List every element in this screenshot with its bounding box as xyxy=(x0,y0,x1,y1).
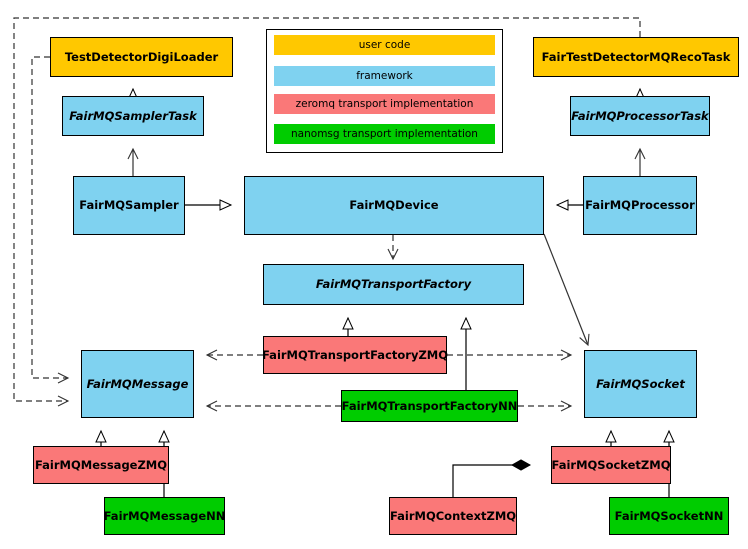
class-label: FairMQSocketZMQ xyxy=(551,457,671,472)
class-node-FairMQProcessor[interactable]: FairMQProcessor xyxy=(583,176,697,235)
class-label: FairMQMessageZMQ xyxy=(34,457,168,472)
legend-item-zeromq: zeromq transport implementation xyxy=(274,94,495,114)
class-label: FairMQProcessor xyxy=(585,198,695,213)
class-node-TestDetectorDigiLoader[interactable]: TestDetectorDigiLoader xyxy=(50,37,233,77)
legend-label-nanomsg: nanomsg transport implementation xyxy=(291,128,478,140)
rel-device-socket xyxy=(543,233,590,347)
class-node-FairMQMessageNN[interactable]: FairMQMessageNN xyxy=(104,497,225,535)
legend-label-user-code: user code xyxy=(358,39,411,51)
legend-item-user-code: user code xyxy=(274,35,495,55)
class-node-FairMQProcessorTask[interactable]: FairMQProcessorTask xyxy=(570,96,710,136)
class-label: FairMQSamplerTask xyxy=(69,108,197,123)
class-label: FairMQSocketNN xyxy=(614,508,724,523)
class-node-FairMQTransportFactoryZMQ[interactable]: FairMQTransportFactoryZMQ xyxy=(262,336,449,374)
class-label: FairMQProcessorTask xyxy=(571,108,709,123)
class-node-FairMQMessageZMQ[interactable]: FairMQMessageZMQ xyxy=(33,446,169,484)
rel-recotask-message xyxy=(13,17,641,407)
class-node-FairMQTransportFactoryNN[interactable]: FairMQTransportFactoryNN xyxy=(341,390,518,422)
class-label: FairMQTransportFactoryZMQ xyxy=(262,347,449,362)
class-label: FairMQSocket xyxy=(596,376,685,391)
legend-label-framework: framework xyxy=(356,70,413,82)
class-label: FairMQSampler xyxy=(79,198,179,213)
class-node-FairMQTransportFactory[interactable]: FairMQTransportFactory xyxy=(263,264,524,305)
legend-item-framework: framework xyxy=(274,66,495,86)
class-label: FairMQTransportFactory xyxy=(315,277,472,292)
class-node-FairMQDevice[interactable]: FairMQDevice xyxy=(244,176,544,235)
class-label: FairMQMessage xyxy=(86,376,189,391)
class-label: FairMQContextZMQ xyxy=(389,508,517,523)
class-label: FairTestDetectorMQRecoTask xyxy=(541,49,731,64)
class-label: FairMQMessageNN xyxy=(103,508,226,523)
legend-label-zeromq: zeromq transport implementation xyxy=(295,98,474,110)
class-node-FairMQSocketNN[interactable]: FairMQSocketNN xyxy=(609,497,729,535)
class-label: FairMQTransportFactoryNN xyxy=(341,398,518,413)
class-node-FairMQContextZMQ[interactable]: FairMQContextZMQ xyxy=(389,497,517,535)
rel-contextzmq-socketzmq xyxy=(452,459,532,497)
class-node-FairMQSocket[interactable]: FairMQSocket xyxy=(584,350,697,418)
class-node-FairMQMessage[interactable]: FairMQMessage xyxy=(81,350,194,418)
class-label: FairMQDevice xyxy=(349,198,439,213)
class-node-FairMQSamplerTask[interactable]: FairMQSamplerTask xyxy=(62,96,204,136)
class-node-FairMQSocketZMQ[interactable]: FairMQSocketZMQ xyxy=(551,446,671,484)
class-node-FairTestDetectorMQRecoTask[interactable]: FairTestDetectorMQRecoTask xyxy=(533,37,739,77)
class-label: TestDetectorDigiLoader xyxy=(64,49,219,64)
legend-item-nanomsg: nanomsg transport implementation xyxy=(274,124,495,144)
class-node-FairMQSampler[interactable]: FairMQSampler xyxy=(73,176,185,235)
